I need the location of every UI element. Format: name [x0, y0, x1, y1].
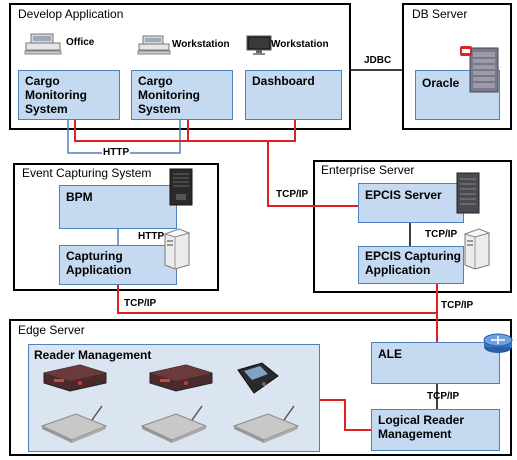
- tcp-ip-epcis-label: TCP/IP: [425, 229, 458, 240]
- monitor-icon: [246, 35, 272, 55]
- dashboard-module: Dashboard: [245, 70, 342, 120]
- server-rack-icon: [460, 46, 499, 93]
- handheld-reader-icon: [237, 362, 279, 394]
- develop-bus-line: [74, 120, 296, 142]
- tcp-ip-ale-label: TCP/IP: [427, 391, 460, 402]
- router-icon: [483, 333, 513, 353]
- reader-to-logical-line: [320, 399, 371, 431]
- rfid-reader-icon: [149, 364, 213, 392]
- workstation-label-1: Workstation: [172, 39, 230, 50]
- edge-server-title: Edge Server: [18, 323, 85, 337]
- rfid-antenna-icon: [140, 405, 208, 443]
- http-label-2: HTTP: [138, 231, 165, 242]
- office-label: Office: [66, 37, 95, 48]
- desktop-computer-icon: [137, 35, 171, 55]
- bpm-module: BPM: [59, 185, 177, 229]
- epcis-capturing-application-module: EPCIS Capturing Application: [358, 246, 464, 284]
- workstation-label-2: Workstation: [271, 39, 329, 50]
- ale-module: ALE: [371, 342, 500, 384]
- server-tower-icon: [169, 168, 193, 206]
- tcp-ip-epcis-ale-label: TCP/IP: [441, 300, 474, 311]
- cargo-monitoring-module-2: Cargo Monitoring System: [131, 70, 233, 120]
- db-server-title: DB Server: [412, 7, 468, 21]
- rfid-antenna-icon: [40, 405, 108, 443]
- http-label-1: HTTP: [102, 147, 131, 158]
- epcis-server-module: EPCIS Server: [358, 183, 464, 223]
- pc-tower-icon: [163, 228, 191, 270]
- jdbc-label: JDBC: [364, 55, 392, 66]
- rfid-antenna-icon: [232, 405, 300, 443]
- capturing-to-edge-line: [117, 285, 437, 314]
- pc-tower-icon: [463, 228, 491, 270]
- enterprise-link-line: [267, 141, 358, 207]
- rfid-reader-icon: [43, 364, 107, 392]
- server-tower-icon: [456, 172, 480, 214]
- logical-reader-management-module: Logical Reader Management: [371, 409, 500, 451]
- tcp-ip-capturing-label: TCP/IP: [124, 298, 157, 309]
- tcp-ip-enterprise-label: TCP/IP: [276, 189, 309, 200]
- reader-management-title: Reader Management: [34, 348, 152, 362]
- event-capturing-system-title: Event Capturing System: [22, 166, 152, 180]
- cargo-monitoring-module-1: Cargo Monitoring System: [18, 70, 120, 120]
- enterprise-server-title: Enterprise Server: [321, 163, 415, 177]
- develop-application-title: Develop Application: [18, 7, 124, 21]
- desktop-computer-icon: [24, 33, 62, 55]
